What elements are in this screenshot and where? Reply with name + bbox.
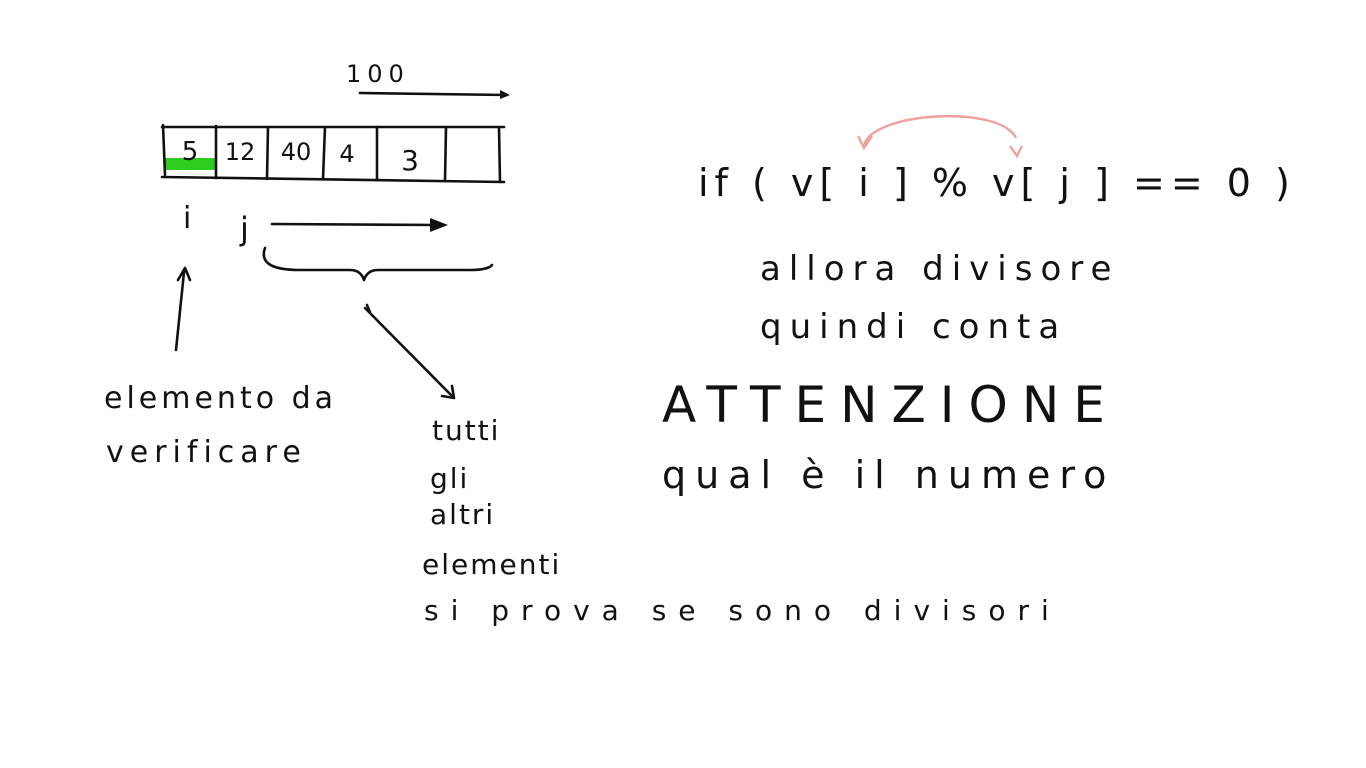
- array-cell: 12: [225, 138, 256, 166]
- attention-title: ATTENZIONE: [662, 376, 1119, 434]
- array-cell: 40: [281, 138, 312, 166]
- array: 5 12 40 4 3: [160, 123, 506, 184]
- j-sweep-arrow: [270, 218, 448, 232]
- array-cell: 5: [182, 137, 199, 167]
- brace-pointer-arrow: [363, 303, 456, 400]
- compare-arrow: [856, 115, 1024, 159]
- index-i-label: i: [183, 201, 191, 236]
- i-pointer-arrow: [174, 266, 192, 352]
- then-line: quindi conta: [760, 307, 1067, 347]
- array-size-label: 100: [346, 60, 410, 88]
- array-size-arrow: [358, 90, 510, 99]
- note-bottom-line: elementi: [422, 548, 561, 581]
- highlight-first-cell: [165, 158, 215, 170]
- note-bottom-line: altri: [430, 498, 495, 531]
- then-line: allora divisore: [760, 249, 1119, 289]
- array-cell: 4: [339, 140, 354, 168]
- brace: [262, 246, 494, 282]
- array-cell: 3: [401, 144, 419, 177]
- note-bottom-line: gli: [430, 462, 469, 495]
- note-bottom-line: si prova se sono divisori: [424, 594, 1061, 627]
- index-j-label: j: [239, 210, 249, 248]
- attention-text: qual è il numero: [662, 453, 1115, 497]
- note-bottom-line: tutti: [432, 414, 500, 447]
- condition-expression: if ( v[ i ] % v[ j ] == 0 ): [698, 161, 1296, 205]
- note-left-line: verificare: [106, 435, 307, 470]
- note-left-line: elemento da: [104, 381, 337, 416]
